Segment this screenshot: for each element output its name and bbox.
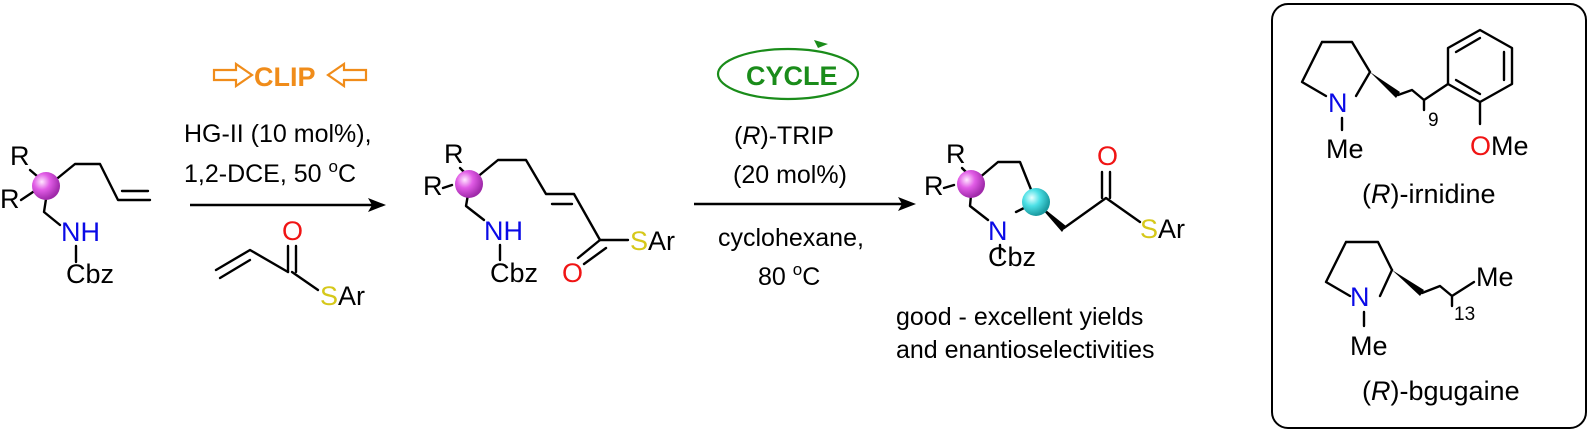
carbonyl-bonds — [576, 238, 608, 266]
starting-material: R R NH Cbz — [0, 141, 152, 289]
bgugaine-structure: N Me 13 Me — [1324, 240, 1514, 361]
chain-bonds — [1062, 196, 1142, 230]
ring-bond-n — [1354, 70, 1372, 98]
vinyl-bonds — [214, 248, 290, 274]
cycle-arrowhead-icon — [814, 40, 828, 48]
atom-nh: NH — [484, 216, 523, 246]
arrowhead-2 — [898, 197, 916, 211]
cycle-label: CYCLE — [746, 61, 838, 91]
pyrrolidine-ring — [1300, 40, 1372, 98]
atom-r-top: R — [444, 139, 464, 169]
cycle-badge: CYCLE — [716, 40, 860, 101]
atom-ome: OMe — [1470, 131, 1529, 161]
carbonyl-bonds — [1100, 170, 1112, 200]
atom-n: N — [1328, 88, 1348, 118]
benzene-double-bonds — [1454, 36, 1506, 96]
cycle-loop-icon — [716, 47, 860, 101]
arrowhead-1 — [368, 198, 386, 212]
stereocenter-sphere-magenta — [32, 172, 60, 200]
atom-o: O — [282, 216, 303, 246]
atom-me: Me — [1326, 134, 1364, 164]
atom-s-ar: SAr — [630, 226, 675, 256]
wedge-bond — [1392, 270, 1424, 296]
chain-bonds — [468, 158, 602, 242]
step1-conditions-line1: HG-II (10 mol%), — [184, 120, 372, 148]
bgugaine-label: (R)-bgugaine — [1362, 376, 1520, 406]
atom-r-top: R — [10, 141, 30, 171]
intermediate-thioester: R R NH Cbz O SAr — [423, 139, 675, 288]
atom-s-ar: SAr — [1140, 214, 1185, 244]
stereocenter-sphere-magenta — [957, 170, 985, 198]
atom-n: N — [988, 216, 1008, 246]
irnidine-label: (R)-irnidine — [1362, 179, 1496, 209]
bond-r-left — [441, 183, 454, 190]
result-line2: and enantioselectivities — [896, 336, 1155, 364]
clip-label: CLIP — [254, 62, 316, 92]
atom-cbz: Cbz — [988, 242, 1036, 272]
atom-o: O — [562, 258, 583, 288]
stereocenter-sphere-cyan — [1022, 188, 1050, 216]
step2-temperature: 80 oC — [758, 260, 820, 291]
atom-r-top: R — [946, 139, 966, 169]
atom-n: N — [1350, 282, 1370, 312]
atom-cbz: Cbz — [490, 258, 538, 288]
atom-r-left: R — [423, 171, 443, 201]
atom-me-terminal: Me — [1476, 262, 1514, 292]
wedge-bond — [1370, 72, 1400, 98]
clip-badge: CLIP — [212, 61, 368, 92]
atom-r-left: R — [0, 184, 20, 214]
benzene-ring — [1446, 28, 1514, 104]
thioacrylate-reagent: O SAr — [214, 216, 365, 311]
atom-s-ar: SAr — [320, 281, 365, 311]
ring-bond-n — [1378, 268, 1394, 298]
pyrrolidine-ring — [1324, 240, 1394, 298]
vinyl-double-bond — [218, 258, 252, 280]
product-pyrrolidine: R R N Cbz O SAr — [924, 139, 1185, 272]
step2-loading: (20 mol%) — [733, 161, 847, 189]
carbonyl-bonds — [286, 244, 298, 274]
bond-c-s — [290, 270, 320, 292]
stereocenter-sphere-magenta — [455, 170, 483, 198]
chain-bracket — [1396, 82, 1450, 112]
hollow-arrow-left-icon — [326, 61, 368, 89]
atom-me: Me — [1350, 331, 1388, 361]
chain-bracket — [1420, 280, 1476, 308]
irnidine-structure: N Me 9 OMe — [1300, 28, 1529, 164]
atom-nh: NH — [61, 217, 100, 247]
step2-solvent: cyclohexane, — [718, 224, 864, 252]
atom-cbz: Cbz — [66, 259, 114, 289]
hollow-arrow-right-icon — [212, 61, 254, 89]
atom-o: O — [1097, 141, 1118, 171]
atom-r-left: R — [924, 171, 944, 201]
result-line1: good - excellent yields — [896, 303, 1143, 331]
natural-products-box — [1271, 3, 1587, 429]
chain-subscript-9: 9 — [1428, 110, 1439, 131]
step2-catalyst: (R)-TRIP — [734, 122, 834, 150]
chain-subscript-13: 13 — [1454, 304, 1475, 325]
bond-r-left — [942, 183, 956, 190]
chain-bonds — [46, 162, 152, 202]
step1-conditions-line2: 1,2-DCE, 50 oC — [184, 157, 356, 188]
